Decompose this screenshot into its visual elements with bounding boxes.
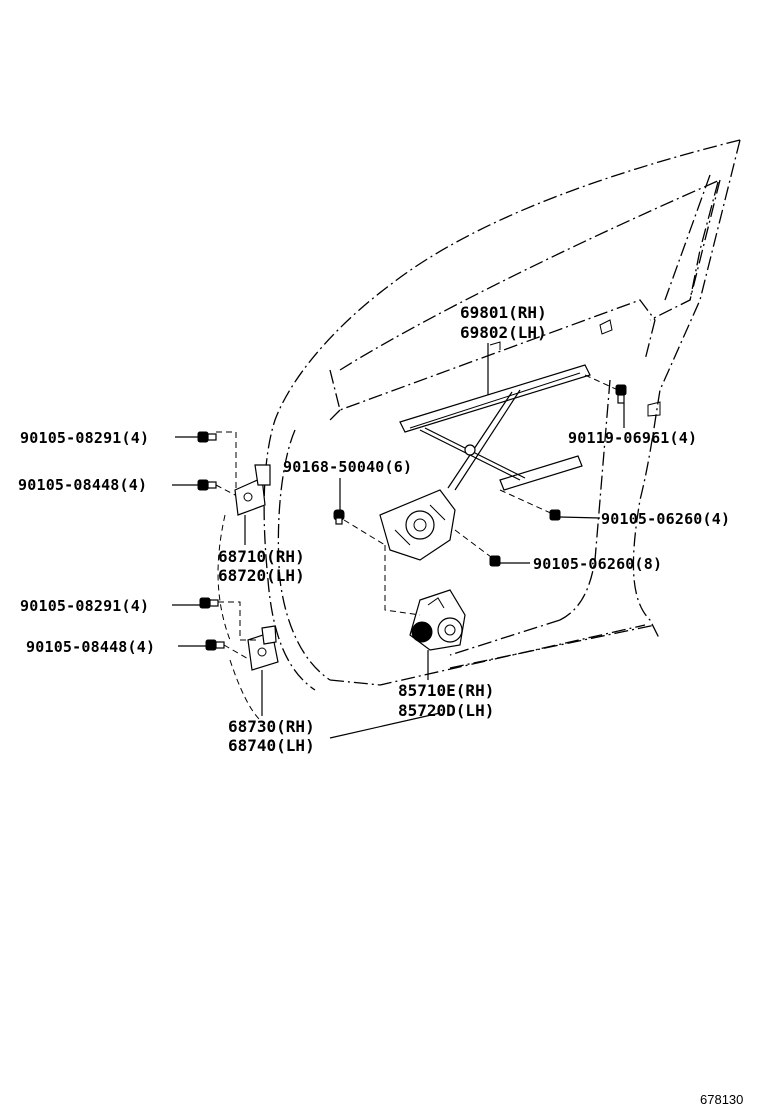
diagram-reference-number: 678130	[700, 1092, 743, 1107]
callout-bolt-upper-hinge-bottom: 90105-08448(4)	[18, 476, 147, 494]
callout-hinge-upper-lh: 68720(LH)	[218, 566, 305, 585]
callout-screw-regulator: 90168-50040(6)	[283, 458, 412, 476]
callout-bolt-lower-hinge-bottom: 90105-08448(4)	[26, 638, 155, 656]
callout-bolt-upper-hinge-top: 90105-08291(4)	[20, 429, 149, 447]
callout-hinge-lower-rh: 68730(RH)	[228, 717, 315, 736]
regulator-motor-icon	[409, 589, 466, 651]
door-frame-icon	[263, 139, 741, 691]
callout-motor-lh: 85720D(LH)	[398, 701, 494, 720]
callout-bolt-top-right: 90119-06961(4)	[568, 429, 697, 447]
callout-glass-run-rh: 69801(RH)	[460, 303, 547, 322]
callout-motor-rh: 85710E(RH)	[398, 681, 494, 700]
callout-hinge-lower-lh: 68740(LH)	[228, 736, 315, 755]
callout-bolt-regulator-lower: 90105-06260(8)	[533, 555, 662, 573]
callout-bolt-regulator-right: 90105-06260(4)	[601, 510, 730, 528]
hinge-icon	[234, 464, 271, 516]
callout-glass-run-lh: 69802(LH)	[460, 323, 547, 342]
callout-hinge-upper-rh: 68710(RH)	[218, 547, 305, 566]
callout-bolt-lower-hinge-top: 90105-08291(4)	[20, 597, 149, 615]
hinge-icon	[247, 625, 279, 671]
leader-lines	[172, 343, 625, 739]
connection-lines	[215, 374, 619, 721]
window-regulator-icon	[379, 364, 591, 561]
screw-icon	[333, 509, 345, 525]
